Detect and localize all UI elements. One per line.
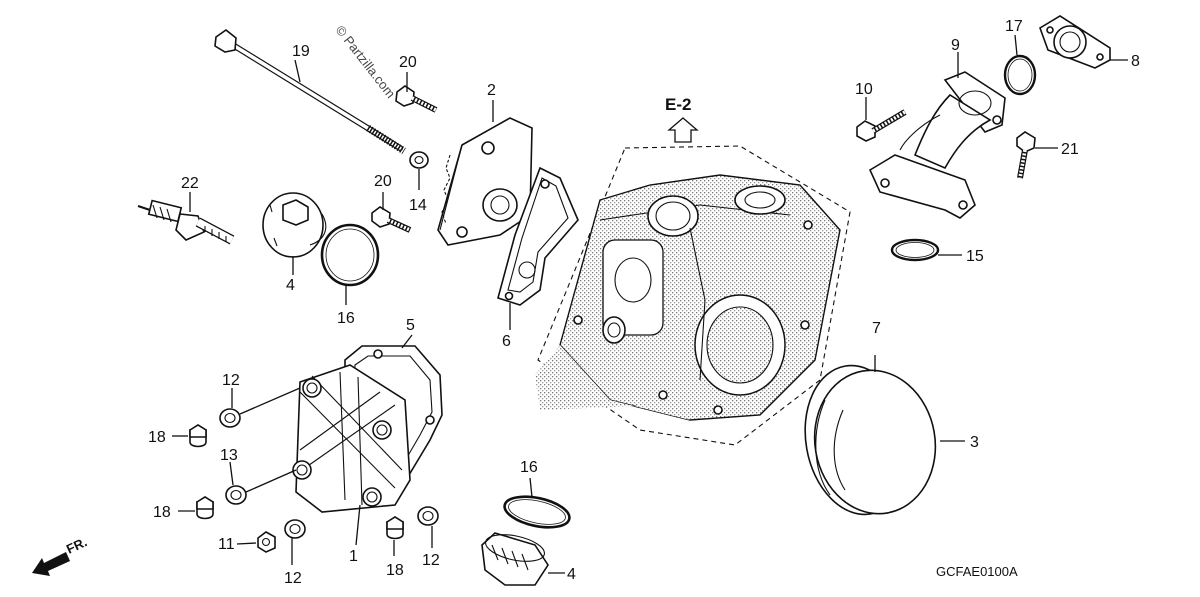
part-13-washer: 13 <box>220 447 297 505</box>
part-22-spark-plug: 22 <box>137 175 235 245</box>
callout-3: 3 <box>970 434 979 451</box>
part-12-washer-b: 12 <box>284 519 306 587</box>
callout-4-upper: 4 <box>286 277 295 294</box>
part-21-bolt: 21 <box>1016 131 1079 179</box>
callout-11: 11 <box>218 536 235 553</box>
part-9-intake-pipe: 9 <box>868 37 1006 219</box>
callout-1: 1 <box>349 548 358 565</box>
diagram-code: GCFAE0100A <box>936 564 1018 579</box>
part-14-washer: 14 <box>409 151 429 214</box>
part-12-washer-a: 12 <box>219 372 301 428</box>
callout-20-upper: 20 <box>399 54 417 71</box>
callout-12-a: 12 <box>222 372 240 389</box>
part-20-bolt-lower: 20 <box>371 173 412 233</box>
section-label: E-2 <box>665 95 691 114</box>
part-12-washer-c: 12 <box>417 506 440 569</box>
part-4-cap-lower: 4 <box>481 532 576 586</box>
part-1-head-cover: 1 <box>292 364 411 565</box>
callout-5: 5 <box>406 317 415 334</box>
callout-14: 14 <box>409 197 427 214</box>
callout-18-a: 18 <box>148 429 166 446</box>
front-direction-arrow: FR. <box>32 534 89 576</box>
callout-17: 17 <box>1005 18 1023 35</box>
callout-6: 6 <box>502 333 511 350</box>
callout-7: 7 <box>872 320 881 337</box>
callout-18-b: 18 <box>153 504 171 521</box>
callout-12-c: 12 <box>422 552 440 569</box>
part-11-nut: 11 <box>218 531 276 553</box>
callout-13: 13 <box>220 447 238 464</box>
part-4-cap-upper: 4 <box>262 192 327 294</box>
callout-20-lower: 20 <box>374 173 392 190</box>
part-10-bolt: 10 <box>855 81 907 142</box>
callout-21: 21 <box>1061 141 1079 158</box>
part-2-side-cover: 2 <box>437 82 533 246</box>
callout-15: 15 <box>966 248 984 265</box>
part-16-oring-lower: 16 <box>503 459 571 529</box>
direction-label: FR. <box>64 534 89 556</box>
part-16-oring-upper: 16 <box>320 223 380 327</box>
callout-9: 9 <box>951 37 960 54</box>
part-18-cap-nut-c: 18 <box>386 516 404 579</box>
part-18-cap-nut-a: 18 <box>148 424 207 448</box>
callout-19: 19 <box>292 43 310 60</box>
callout-10: 10 <box>855 81 873 98</box>
part-18-cap-nut-b: 18 <box>153 496 214 521</box>
callout-16-lower: 16 <box>520 459 538 476</box>
callout-18-c: 18 <box>386 562 404 579</box>
callout-2: 2 <box>487 82 496 99</box>
watermark-text: © Partzilla.com <box>333 23 399 101</box>
callout-4-lower: 4 <box>567 566 576 583</box>
part-20-bolt-upper: 20 <box>395 54 438 113</box>
part-19-stud-bolt: 19 <box>214 29 406 154</box>
callout-22: 22 <box>181 175 199 192</box>
part-8-insulator: 8 <box>1039 15 1140 70</box>
part-15-oring: 15 <box>890 238 984 265</box>
callout-8: 8 <box>1131 53 1140 70</box>
part-7-3-round-cover: 7 3 <box>804 320 979 516</box>
callout-12-b: 12 <box>284 570 302 587</box>
callout-16-upper: 16 <box>337 310 355 327</box>
part-6-gasket: 6 <box>497 166 579 350</box>
part-17-oring: 17 <box>1003 18 1037 96</box>
cylinder-head-assembly: E-2 <box>535 95 851 446</box>
